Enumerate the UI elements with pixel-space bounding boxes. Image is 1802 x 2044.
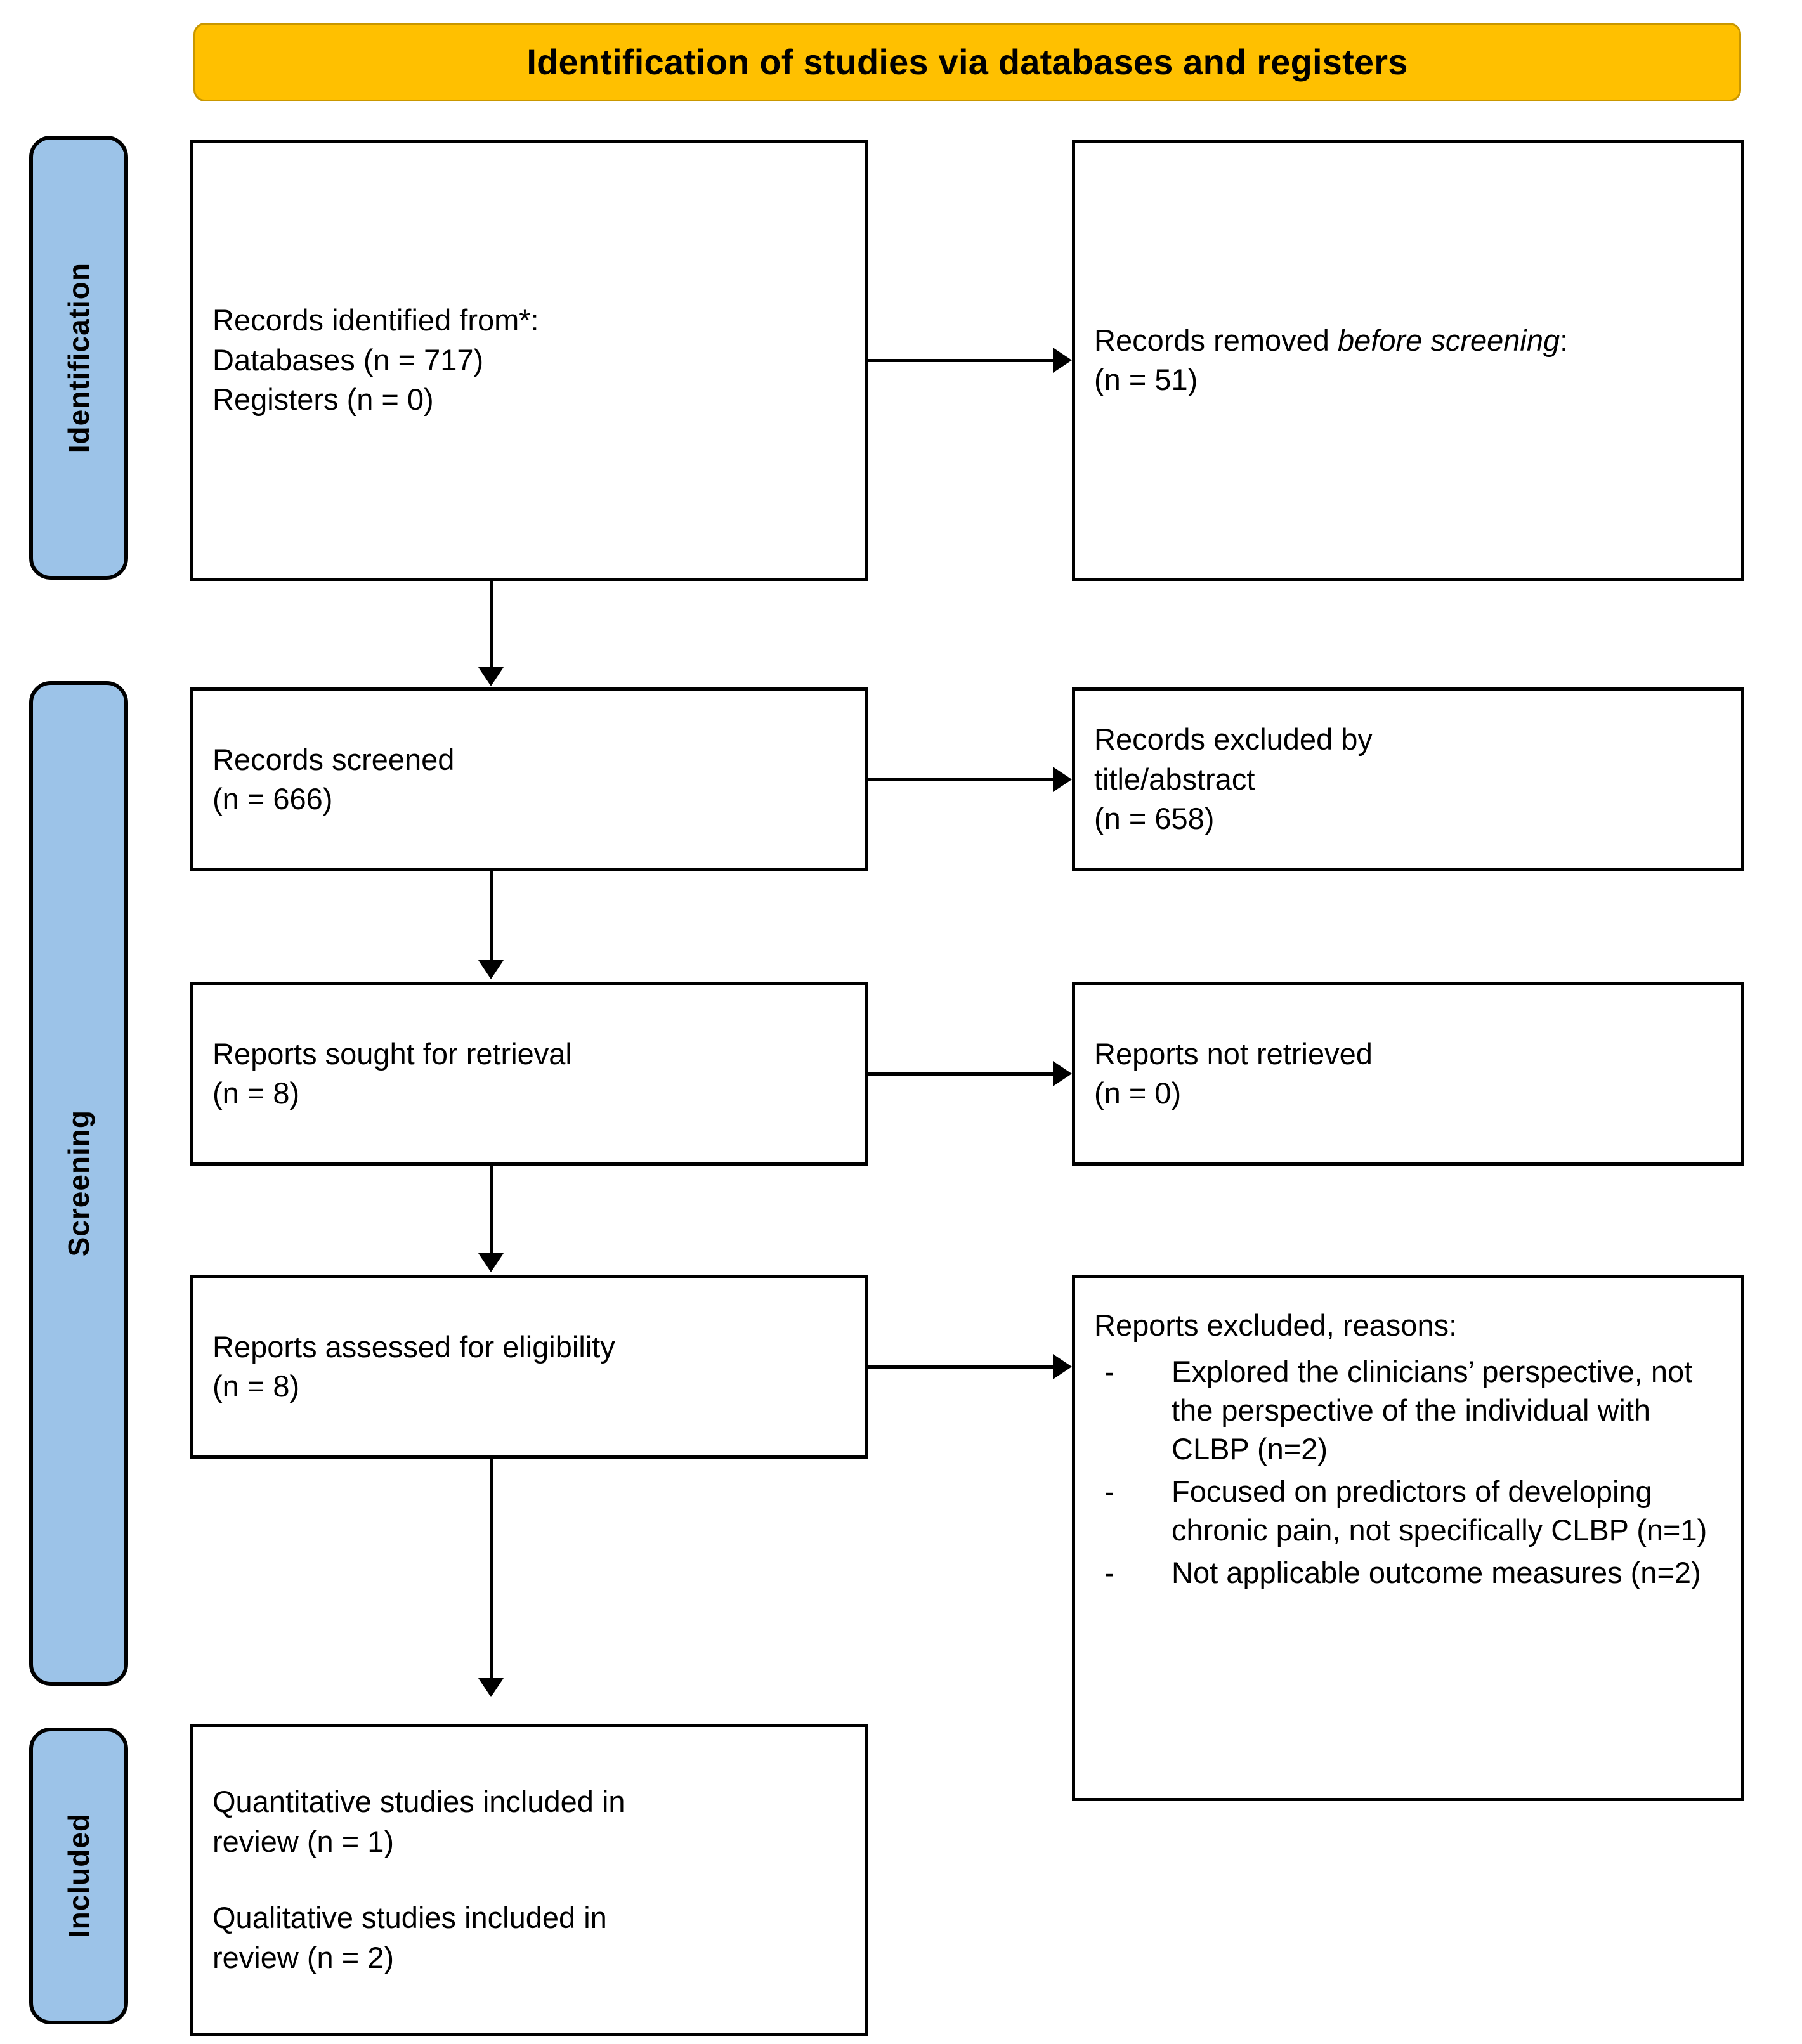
list-dash-marker: - <box>1104 1354 1114 1388</box>
records-screened-text: Records screened (n = 666) <box>212 742 455 816</box>
arrowhead-screened-to-sought <box>478 960 504 979</box>
exclusion-reason-list: - Explored the clinicians’ perspective, … <box>1094 1348 1722 1592</box>
reports-excluded-heading: Reports excluded, reasons: <box>1094 1308 1458 1342</box>
box-records-identified: Records identified from*: Databases (n =… <box>190 140 868 581</box>
stage-pill-identification: Identification <box>29 136 128 580</box>
box-studies-included-in-review: Quantitative studies included in review … <box>190 1724 868 2036</box>
exclusion-reason-item: - Not applicable outcome measures (n=2) <box>1094 1553 1722 1592</box>
diagram-header-banner: Identification of studies via databases … <box>193 23 1741 101</box>
arrowhead-identified-to-removed <box>1053 348 1072 373</box>
exclusion-reason-text: Explored the clinicians’ perspective, no… <box>1172 1354 1693 1466</box>
records-removed-tail: : (n = 51) <box>1094 323 1569 397</box>
reports-sought-text: Reports sought for retrieval (n = 8) <box>212 1036 572 1110</box>
connector-sought-to-assessed <box>490 1166 493 1254</box>
exclusion-reason-text: Not applicable outcome measures (n=2) <box>1172 1555 1701 1589</box>
box-records-excluded-title-abstract: Records excluded by title/abstract (n = … <box>1072 687 1744 871</box>
connector-screened-to-excluded <box>868 778 1053 781</box>
arrowhead-identified-to-screened <box>478 667 504 686</box>
exclusion-reason-text: Focused on predictors of developing chro… <box>1172 1474 1707 1547</box>
box-reports-not-retrieved: Reports not retrieved (n = 0) <box>1072 982 1744 1166</box>
records-identified-text: Records identified from*: Databases (n =… <box>212 303 539 417</box>
box-records-removed-before-screening: Records removed before screening: (n = 5… <box>1072 140 1744 581</box>
arrowhead-assessed-to-included <box>478 1678 504 1697</box>
stage-pill-included: Included <box>29 1728 128 2024</box>
list-dash-marker: - <box>1104 1474 1114 1508</box>
arrowhead-sought-to-notretrieved <box>1053 1061 1072 1086</box>
reports-assessed-text: Reports assessed for eligibility (n = 8) <box>212 1329 615 1403</box>
stage-label-included: Included <box>62 1813 95 1939</box>
included-qualitative-text: Qualitative studies included in review (… <box>212 1901 607 1974</box>
connector-assessed-to-included <box>490 1459 493 1679</box>
stage-pill-screening: Screening <box>29 681 128 1686</box>
box-reports-sought-for-retrieval: Reports sought for retrieval (n = 8) <box>190 982 868 1166</box>
connector-identified-to-removed <box>868 359 1053 362</box>
records-excluded-ta-text: Records excluded by title/abstract (n = … <box>1094 722 1373 836</box>
arrowhead-screened-to-excluded <box>1053 767 1072 792</box>
arrowhead-assessed-to-excluded-reasons <box>1053 1354 1072 1379</box>
connector-assessed-to-excluded-reasons <box>868 1365 1053 1369</box>
connector-screened-to-sought <box>490 871 493 961</box>
included-quantitative-text: Quantitative studies included in review … <box>212 1785 625 1858</box>
stage-label-identification: Identification <box>62 262 95 453</box>
stage-label-screening: Screening <box>62 1110 95 1257</box>
records-removed-italic: before screening <box>1338 323 1560 357</box>
box-records-screened: Records screened (n = 666) <box>190 687 868 871</box>
connector-sought-to-notretrieved <box>868 1072 1053 1076</box>
records-removed-lead: Records removed <box>1094 323 1338 357</box>
reports-not-retrieved-text: Reports not retrieved (n = 0) <box>1094 1036 1373 1110</box>
box-reports-excluded-reasons: Reports excluded, reasons: - Explored th… <box>1072 1275 1744 1801</box>
exclusion-reason-item: - Focused on predictors of developing ch… <box>1094 1472 1722 1549</box>
exclusion-reason-item: - Explored the clinicians’ perspective, … <box>1094 1352 1722 1468</box>
list-dash-marker: - <box>1104 1555 1114 1589</box>
box-reports-assessed-for-eligibility: Reports assessed for eligibility (n = 8) <box>190 1275 868 1459</box>
connector-identified-to-screened <box>490 581 493 668</box>
arrowhead-sought-to-assessed <box>478 1253 504 1272</box>
diagram-title: Identification of studies via databases … <box>526 42 1408 82</box>
records-removed-text: Records removed before screening: (n = 5… <box>1094 321 1722 400</box>
